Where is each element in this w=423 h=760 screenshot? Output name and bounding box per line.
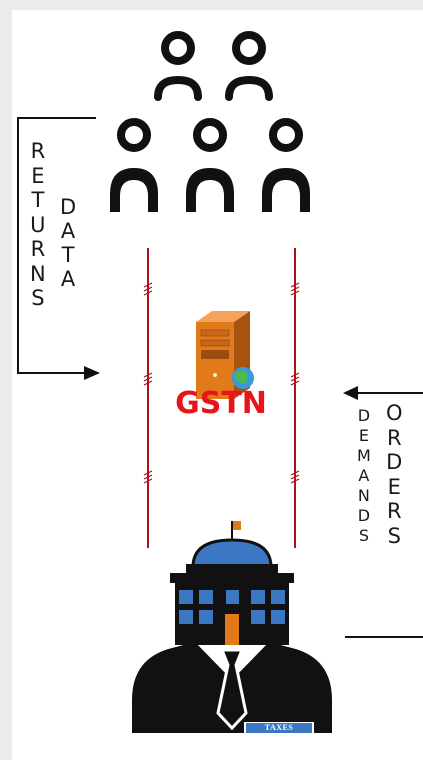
label-letter: S: [358, 526, 369, 545]
label-letter: T: [31, 188, 45, 212]
label-letter: R: [30, 237, 46, 261]
taxpayers-group-icon: [117, 31, 303, 152]
label-letter: E: [31, 163, 45, 188]
label-letter: T: [61, 243, 75, 267]
label-letter: R: [386, 499, 402, 523]
demands-arrowhead-icon: [343, 386, 358, 400]
taxpayers-bodies-icon: [110, 168, 310, 212]
label-letter: S: [31, 286, 45, 310]
label-letter: E: [358, 426, 369, 445]
label-letter: D: [386, 450, 403, 474]
tax-authority-icon: [132, 521, 332, 734]
channel-ticks: [143, 282, 300, 484]
returns-arrowhead-icon: [84, 366, 100, 380]
label-letter: N: [357, 486, 370, 505]
server-icon: [196, 311, 254, 399]
label-letter: R: [30, 139, 46, 163]
label-letter: E: [387, 474, 401, 499]
label-letter: D: [357, 506, 371, 525]
taxes-badge-label: TAXES: [264, 723, 294, 732]
returns-flow-arrow: [17, 117, 96, 374]
gstn-label: GSTN: [175, 386, 267, 421]
label-letter: R: [386, 425, 402, 450]
label-letter: U: [30, 212, 46, 237]
label-letter: A: [60, 267, 76, 291]
demands-flow-arrow: [345, 392, 423, 638]
gstn-channel-lines: [147, 248, 296, 548]
label-letter: M: [357, 446, 371, 465]
label-letter: O: [386, 401, 403, 425]
label-letter: D: [60, 195, 77, 219]
label-letter: S: [387, 523, 401, 548]
label-letter: A: [358, 466, 370, 485]
label-letter: D: [357, 406, 371, 425]
label-letter: N: [30, 261, 46, 286]
label-letter: A: [60, 219, 76, 243]
